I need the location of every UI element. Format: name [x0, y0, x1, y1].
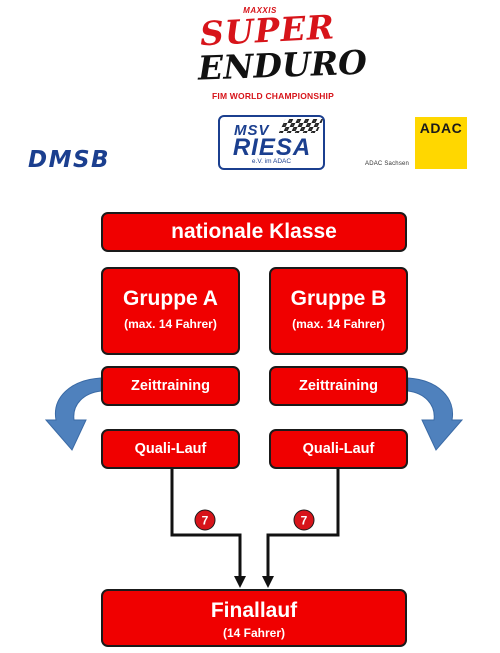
advance-count-right: 7	[301, 514, 308, 528]
class-banner: nationale Klasse	[101, 212, 407, 252]
final-race-riders: (14 Fahrer)	[222, 626, 286, 640]
time-training-a-box: Zeittraining	[101, 366, 240, 406]
time-training-b-box: Zeittraining	[269, 366, 408, 406]
dmsb-logo: DMSB	[28, 147, 111, 173]
advance-badge-right: 7	[293, 509, 315, 531]
connector-right	[266, 469, 340, 578]
final-race-name: Finallauf	[210, 599, 298, 622]
msv-riesa-logo: MSV RIESA e.V. im ADAC	[218, 115, 325, 170]
group-b-capacity: (max. 14 Fahrer)	[292, 317, 385, 331]
msv-logo-top: MSV	[234, 122, 270, 139]
advance-badge-left: 7	[194, 509, 216, 531]
msv-logo-main: RIESA	[232, 134, 312, 161]
arrowhead-left	[234, 576, 246, 588]
connector-left	[170, 469, 242, 578]
adac-logo-text: ADAC	[419, 120, 463, 136]
fim-championship-text: FIM WORLD CHAMPIONSHIP	[212, 91, 334, 101]
adac-sachsen-text: ADAC Sachsen	[365, 161, 410, 167]
group-a-capacity: (max. 14 Fahrer)	[124, 317, 217, 331]
arrowhead-right	[262, 576, 274, 588]
blue-curved-arrow-left	[44, 377, 102, 451]
final-race-box: Finallauf (14 Fahrer)	[101, 589, 407, 647]
maxxis-logo-text: MAXXIS	[243, 6, 277, 15]
group-a-box: Gruppe A (max. 14 Fahrer)	[101, 267, 240, 355]
group-b-name: Gruppe B	[290, 287, 387, 310]
adac-logo: ADAC	[415, 117, 467, 169]
group-a-name: Gruppe A	[123, 287, 218, 310]
blue-curved-arrow-right	[407, 377, 464, 451]
quali-race-a-box: Quali-Lauf	[101, 429, 240, 469]
advance-count-left: 7	[202, 514, 209, 528]
quali-race-b-box: Quali-Lauf	[269, 429, 408, 469]
group-b-box: Gruppe B (max. 14 Fahrer)	[269, 267, 408, 355]
msv-logo-sub: e.V. im ADAC	[251, 158, 292, 165]
